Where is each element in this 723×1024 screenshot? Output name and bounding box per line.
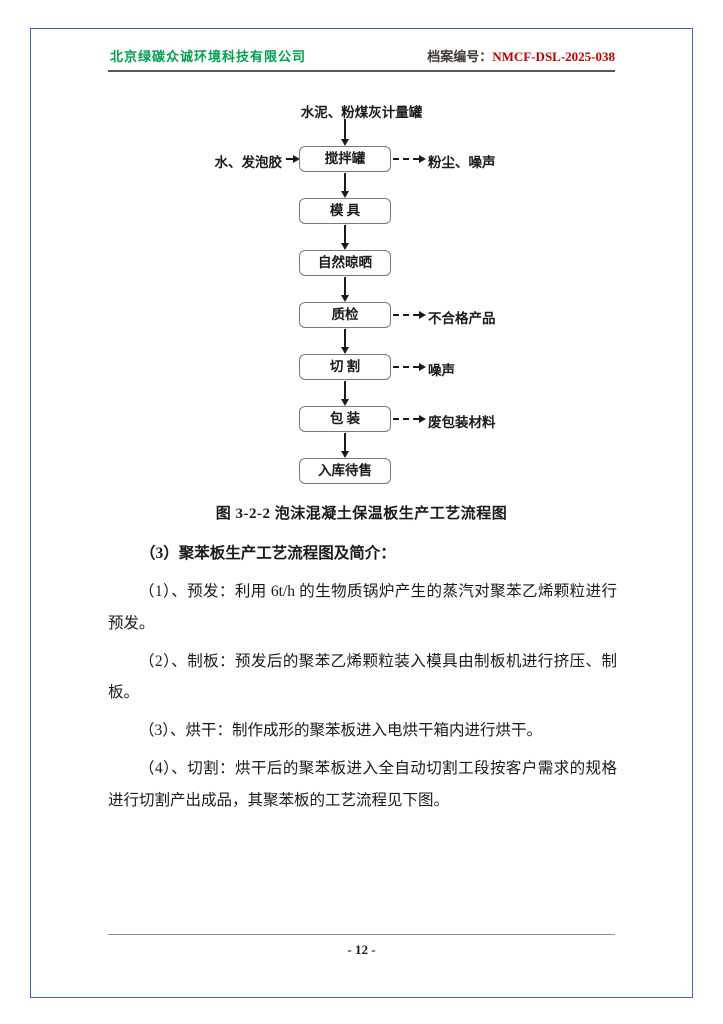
archive-label: 档案编号： bbox=[427, 49, 493, 64]
flow-arrow-down-icon bbox=[344, 433, 346, 451]
flow-side-output-dust-noise: 粉尘、噪声 bbox=[428, 155, 496, 170]
dashed-arrow-icon bbox=[393, 415, 426, 423]
archive-value: NMCF-DSL-2025-038 bbox=[492, 49, 615, 64]
flow-arrow-down-icon bbox=[344, 381, 346, 399]
flow-node-cutting: 切 割 bbox=[299, 354, 391, 380]
flow-arrow-down-icon bbox=[344, 277, 346, 295]
dashed-arrow-icon bbox=[393, 311, 426, 319]
flow-node-natural-drying: 自然晾晒 bbox=[299, 250, 391, 276]
flow-node-packing: 包 装 bbox=[299, 406, 391, 432]
body-text: （1）、预发：利用 6t/h 的生物质锅炉产生的蒸汽对聚苯乙烯颗粒进行预发。 （… bbox=[108, 576, 617, 822]
paragraph-prefoaming: （1）、预发：利用 6t/h 的生物质锅炉产生的蒸汽对聚苯乙烯颗粒进行预发。 bbox=[108, 583, 617, 632]
header-divider bbox=[108, 70, 615, 72]
company-name: 北京绿碳众诚环境科技有限公司 bbox=[110, 49, 307, 64]
flow-arrow-down-icon bbox=[344, 329, 346, 347]
flow-node-quality-check: 质检 bbox=[299, 302, 391, 328]
flow-input-top-label: 水泥、粉煤灰计量罐 bbox=[300, 105, 423, 120]
paragraph-board-making: （2）、制板：预发后的聚苯乙烯颗粒装入模具由制板机进行挤压、制板。 bbox=[108, 652, 617, 702]
paragraph-cutting: （4）、切割：烘干后的聚苯板进入全自动切割工段按客户需求的规格进行切割产出成品，… bbox=[108, 759, 617, 809]
dashed-arrow-icon bbox=[393, 363, 426, 371]
flow-side-output-waste-packaging: 废包装材料 bbox=[428, 415, 496, 430]
flow-side-output-noise: 噪声 bbox=[428, 363, 455, 378]
flow-arrow-down-icon bbox=[344, 173, 346, 191]
flow-side-output-rejects: 不合格产品 bbox=[428, 311, 496, 326]
section-heading: （3）聚苯板生产工艺流程图及简介： bbox=[140, 545, 396, 562]
figure-caption: 图 3-2-2 泡沫混凝土保温板生产工艺流程图 bbox=[215, 506, 508, 522]
flow-node-warehouse: 入库待售 bbox=[299, 458, 391, 484]
page-number: - 12 - bbox=[347, 942, 376, 957]
flow-input-left-label: 水、发泡胶 bbox=[214, 155, 283, 170]
process-flowchart: 水泥、粉煤灰计量罐 水、发泡胶 搅拌罐 粉尘、噪声 模 具 自然晾晒 质检 不合… bbox=[0, 0, 723, 500]
archive-number: 档案编号：NMCF-DSL-2025-038 bbox=[427, 46, 615, 65]
dashed-arrow-icon bbox=[393, 155, 426, 163]
flow-node-mold: 模 具 bbox=[299, 198, 391, 224]
flow-arrow-down-icon bbox=[344, 225, 346, 243]
flow-arrow-right-icon bbox=[286, 155, 300, 163]
flow-node-mixing-tank: 搅拌罐 bbox=[299, 146, 391, 172]
footer-divider bbox=[108, 934, 615, 935]
flow-arrow-down-icon bbox=[344, 119, 346, 139]
paragraph-drying: （3）、烘干：制作成形的聚苯板进入电烘干箱内进行烘干。 bbox=[139, 722, 543, 740]
